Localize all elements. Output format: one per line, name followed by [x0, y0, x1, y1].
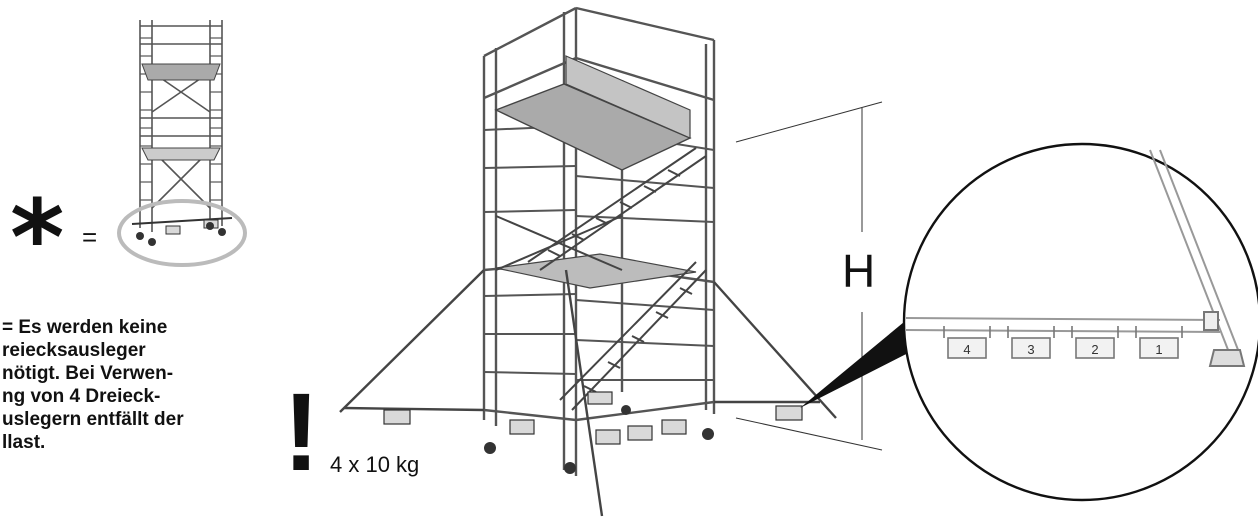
warning-exclamation-icon: ! — [283, 371, 320, 494]
note-line: = Es werden keine — [2, 317, 168, 338]
note-line: reiecksausleger — [2, 340, 146, 361]
base-highlight-ring — [117, 199, 247, 267]
height-label: H — [842, 245, 876, 297]
asterisk-symbol: * — [10, 177, 65, 299]
ballast-number-1: 1 — [1155, 342, 1162, 357]
ballast-number-2: 2 — [1091, 342, 1098, 357]
note-line: nötigt. Bei Verwen- — [2, 363, 174, 384]
stabiliser-outriggers — [339, 269, 837, 517]
large-scaffold-rungs — [483, 125, 715, 381]
small-tower-base — [131, 217, 233, 246]
mid-platform-deck — [495, 253, 697, 289]
equals-sign: = — [82, 222, 98, 252]
small-tower-lower-platform — [141, 147, 221, 161]
castor-wheels — [484, 405, 714, 474]
ballast-number-3: 3 — [1027, 342, 1034, 357]
ballast-note: = Es werden keine reiecksausleger nötigt… — [2, 316, 252, 454]
height-dimension-lines — [735, 101, 883, 451]
inner-stair — [495, 147, 707, 411]
note-line: uslegern entfällt der — [2, 409, 184, 430]
note-line: llast. — [2, 432, 46, 453]
small-tower-upper-platform — [141, 63, 221, 81]
callout-pointer — [800, 322, 918, 408]
ballast-number-4: 4 — [963, 342, 970, 357]
ballast-blocks — [383, 391, 803, 445]
detail-callout-circle — [902, 142, 1258, 502]
detail-ballast-weights — [943, 326, 1183, 359]
top-side-panel — [565, 55, 691, 139]
detail-base-rail — [905, 149, 1246, 367]
note-line: ng von 4 Dreieck- — [2, 386, 161, 407]
ballast-weight-label: 4 x 10 kg — [330, 452, 420, 477]
